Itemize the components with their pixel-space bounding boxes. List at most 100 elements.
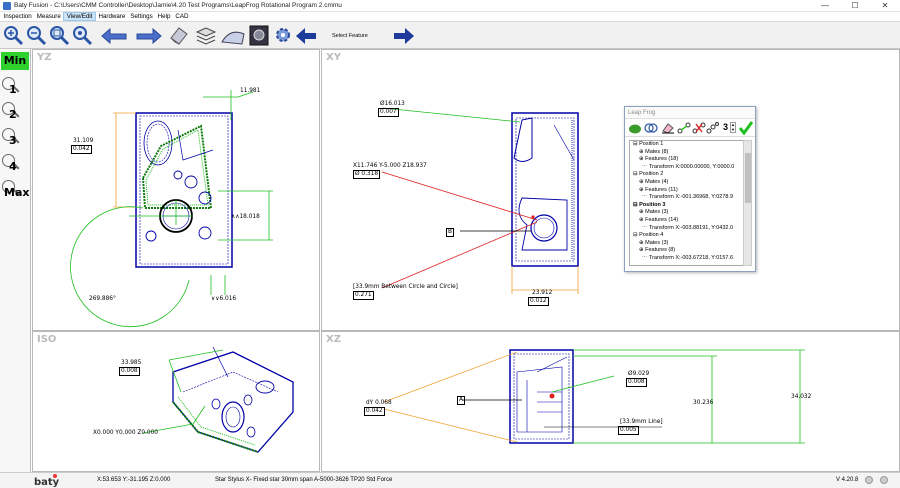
- tolerance-box[interactable]: 0.005: [618, 426, 639, 435]
- circularity-tolerance: 0.008: [626, 378, 647, 387]
- menu-settings[interactable]: Settings: [130, 13, 153, 20]
- zoom-sidebar: Min 1 2 3 4 Max: [0, 49, 31, 472]
- counter-spinner[interactable]: ▲▼: [730, 122, 736, 133]
- close-button[interactable]: ✕: [881, 1, 889, 10]
- menu-measure[interactable]: Measure: [36, 13, 61, 20]
- tolerance-box[interactable]: 0.042: [364, 407, 385, 416]
- circles-icon[interactable]: [644, 122, 658, 134]
- coordinates-readout: X:53.653 Y:-31.195 Z:0.000: [97, 477, 171, 483]
- frog-icon[interactable]: [628, 122, 642, 134]
- dim-label[interactable]: 34.032: [791, 394, 812, 400]
- dim-label[interactable]: 269.886°: [89, 296, 116, 302]
- tolerance-box[interactable]: 0.008: [119, 367, 140, 376]
- dim-label[interactable]: 30.236: [693, 400, 714, 406]
- forward-arrow-icon[interactable]: [392, 24, 416, 47]
- tree-item-features[interactable]: ⊕ Features (18): [639, 156, 679, 163]
- origin-label[interactable]: X0.000 Y0.000 Z0.000: [93, 430, 158, 436]
- point-label[interactable]: X11.746 Y-5.000 Z18.937: [353, 163, 427, 169]
- circles-note[interactable]: [33.9mm Between Circle and Circle]: [353, 284, 458, 290]
- eraser-icon[interactable]: [661, 122, 675, 134]
- position-counter: 3: [722, 122, 728, 132]
- app-icon: [3, 2, 11, 10]
- flatness-tolerance: 0.008: [119, 367, 140, 376]
- circularity-tolerance: 0.007: [378, 108, 399, 117]
- tree-item-mates[interactable]: ⊕ Mates (8): [639, 148, 669, 155]
- dim-label[interactable]: ∨∨6.016: [211, 296, 237, 302]
- leapfrog-panel: Leap Frog 3 ▲▼ ⊟ Position 1 ⊕ Mates (8) …: [624, 106, 756, 272]
- viewport-yz[interactable]: YZ 11.981 31.109 0.042 ∧∧18.018 26: [32, 49, 320, 331]
- zoom-1-button[interactable]: 1: [2, 77, 30, 99]
- tree-item-features[interactable]: ⊕ Features (8): [639, 247, 676, 254]
- zoom-out-icon[interactable]: [25, 24, 47, 47]
- tree-item-mates[interactable]: ⊕ Mates (3): [639, 239, 669, 246]
- tree-item-features[interactable]: ⊕ Features (11): [639, 186, 678, 193]
- tree-item-mates[interactable]: ⊕ Mates (4): [639, 178, 669, 185]
- zoom-window-icon[interactable]: [48, 24, 70, 47]
- dim-label[interactable]: ∧∧18.018: [231, 214, 260, 220]
- dim-label[interactable]: Ø16.013: [380, 101, 405, 107]
- zoom-3-button[interactable]: 3: [2, 128, 30, 150]
- zoom-max-button[interactable]: Max: [2, 180, 32, 202]
- window-title: Baty Fusion - C:\Users\CMM Controller\De…: [14, 2, 342, 9]
- menu-help[interactable]: Help: [157, 13, 171, 20]
- tolerance-box[interactable]: Ø 0.318: [353, 170, 381, 179]
- zoom-4-button[interactable]: 4: [2, 154, 30, 176]
- menu-hardware[interactable]: Hardware: [98, 13, 126, 20]
- tree-item-features[interactable]: ⊕ Features (14): [639, 216, 679, 223]
- datum-label[interactable]: A: [457, 396, 465, 405]
- position-tolerance: 0.271: [353, 291, 374, 300]
- zoom-2-button[interactable]: 2: [2, 102, 30, 124]
- scrollbar-thumb[interactable]: [745, 153, 751, 203]
- tree-item-position-selected[interactable]: ⊟ Position 3: [633, 201, 666, 208]
- layers-icon[interactable]: [194, 24, 218, 47]
- datum-b: B: [446, 228, 454, 237]
- delete-node-icon[interactable]: [692, 122, 706, 134]
- tree-item-transform[interactable]: ⋯ Transform X:-001.36968, Y:0278.9: [642, 194, 734, 201]
- line-note[interactable]: [33.9mm Line]: [620, 419, 663, 425]
- viewport-iso[interactable]: ISO 33.985 0.008 X0.000 Y0.000 Z0.000: [32, 331, 320, 472]
- viewport-xy[interactable]: XY Ø16.013 0.007 X11.746 Y-5.000 Z18.937…: [321, 49, 900, 331]
- undo-arrow-icon[interactable]: [100, 24, 130, 47]
- menu-view-edit[interactable]: View/Edit: [63, 12, 96, 21]
- maximize-button[interactable]: ☐: [851, 1, 859, 10]
- select-feature-dropdown[interactable]: Select Feature: [332, 33, 368, 39]
- minimize-button[interactable]: —: [821, 1, 829, 10]
- dim-label[interactable]: Ø9.029: [628, 371, 650, 377]
- link-nodes-icon[interactable]: [706, 122, 720, 134]
- back-arrow-icon[interactable]: [294, 24, 318, 47]
- tree-item-mates[interactable]: ⊕ Mates (3): [639, 209, 669, 216]
- tree-item-transform[interactable]: ⋯ Transform X:-003.88191, Y:0432.0: [642, 224, 734, 231]
- viewport-xz[interactable]: XZ dY 0.068 0.042 A Ø9.029 0.008 [33.9mm…: [321, 331, 900, 472]
- zoom-fit-icon[interactable]: [71, 24, 93, 47]
- tolerance-box[interactable]: 0.012: [528, 297, 549, 306]
- tolerance-box[interactable]: 0.042: [71, 145, 92, 154]
- tree-item-position[interactable]: ⊟ Position 4: [633, 232, 664, 239]
- datum-label[interactable]: B: [446, 228, 454, 237]
- tree-item-position[interactable]: ⊟ Position 1: [633, 141, 664, 147]
- xz-cad-drawing: [383, 349, 805, 444]
- tree-item-transform[interactable]: ⋯ Transform X:-003.67218, Y:0157.6: [642, 254, 734, 261]
- part-view-icon[interactable]: [248, 24, 270, 47]
- zoom-in-icon[interactable]: [2, 24, 24, 47]
- menu-inspection[interactable]: Inspection: [3, 13, 32, 20]
- dim-label[interactable]: 23.912: [532, 290, 553, 296]
- surface-icon[interactable]: [220, 24, 246, 47]
- tree-scrollbar[interactable]: [743, 140, 752, 266]
- tree-item-position[interactable]: ⊟ Position 2: [633, 171, 664, 178]
- checkmark-icon[interactable]: [738, 120, 754, 135]
- dim-label[interactable]: dY 0.068: [366, 400, 392, 406]
- menu-cad[interactable]: CAD: [175, 13, 189, 20]
- tree-item-transform[interactable]: ⋯ Transform X:0000.00000, Y:0000.0: [642, 163, 735, 170]
- tolerance-box[interactable]: 0.007: [378, 108, 399, 117]
- tolerance-box[interactable]: 0.008: [626, 378, 647, 387]
- zoom-min-button[interactable]: Min: [1, 52, 29, 70]
- magnifier-icon: [2, 180, 15, 193]
- dim-label[interactable]: 33.985: [121, 360, 142, 366]
- dim-label[interactable]: 11.981: [240, 88, 261, 94]
- redo-arrow-icon[interactable]: [133, 24, 163, 47]
- eraser-icon[interactable]: [167, 24, 191, 47]
- add-node-icon[interactable]: [677, 122, 691, 134]
- dim-label[interactable]: 31.109: [73, 138, 94, 144]
- tolerance-box[interactable]: 0.271: [353, 291, 374, 300]
- settings-gear-icon[interactable]: [272, 24, 294, 47]
